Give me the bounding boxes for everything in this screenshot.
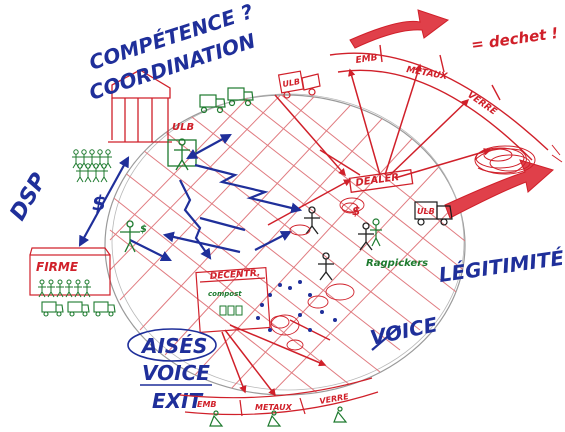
label-voice: VOICE xyxy=(142,361,210,385)
label-exit: EXIT xyxy=(152,389,204,413)
label-emb-bottom: EMB xyxy=(197,400,217,409)
firme-trucks xyxy=(42,302,115,316)
big-red-arrow-top xyxy=(350,10,448,48)
label-ulb-building: ULB xyxy=(172,122,194,133)
label-ragpickers: Ragpickers xyxy=(366,258,428,269)
green-crowd-left xyxy=(72,150,112,182)
big-red-arrow-right xyxy=(445,160,553,218)
compost-bins xyxy=(220,306,242,315)
label-emb-top: EMB xyxy=(355,53,378,66)
blue-relations xyxy=(80,135,300,260)
label-dechet: = dechet ! xyxy=(470,24,559,54)
label-legitimite: LÉGITIMITÉ ? xyxy=(437,243,565,287)
label-compost: compost xyxy=(208,290,242,298)
label-green-dollar: $ xyxy=(140,224,147,235)
green-official-figure xyxy=(168,139,196,170)
label-dollar-dsp: $ xyxy=(92,191,106,215)
label-ulb-truck-right: ULB xyxy=(417,207,435,216)
label-verre-top: VERRE xyxy=(465,90,499,118)
green-figure-dollar xyxy=(120,221,140,252)
label-firme: FIRME xyxy=(36,260,79,274)
red-waste-scribbles xyxy=(271,198,364,350)
label-dsp: DSP xyxy=(6,169,53,225)
label-ulb-truck-top: ULB xyxy=(282,77,301,89)
label-decentr: DECENTR. xyxy=(210,268,261,282)
label-aises: AISÉS xyxy=(140,334,207,358)
